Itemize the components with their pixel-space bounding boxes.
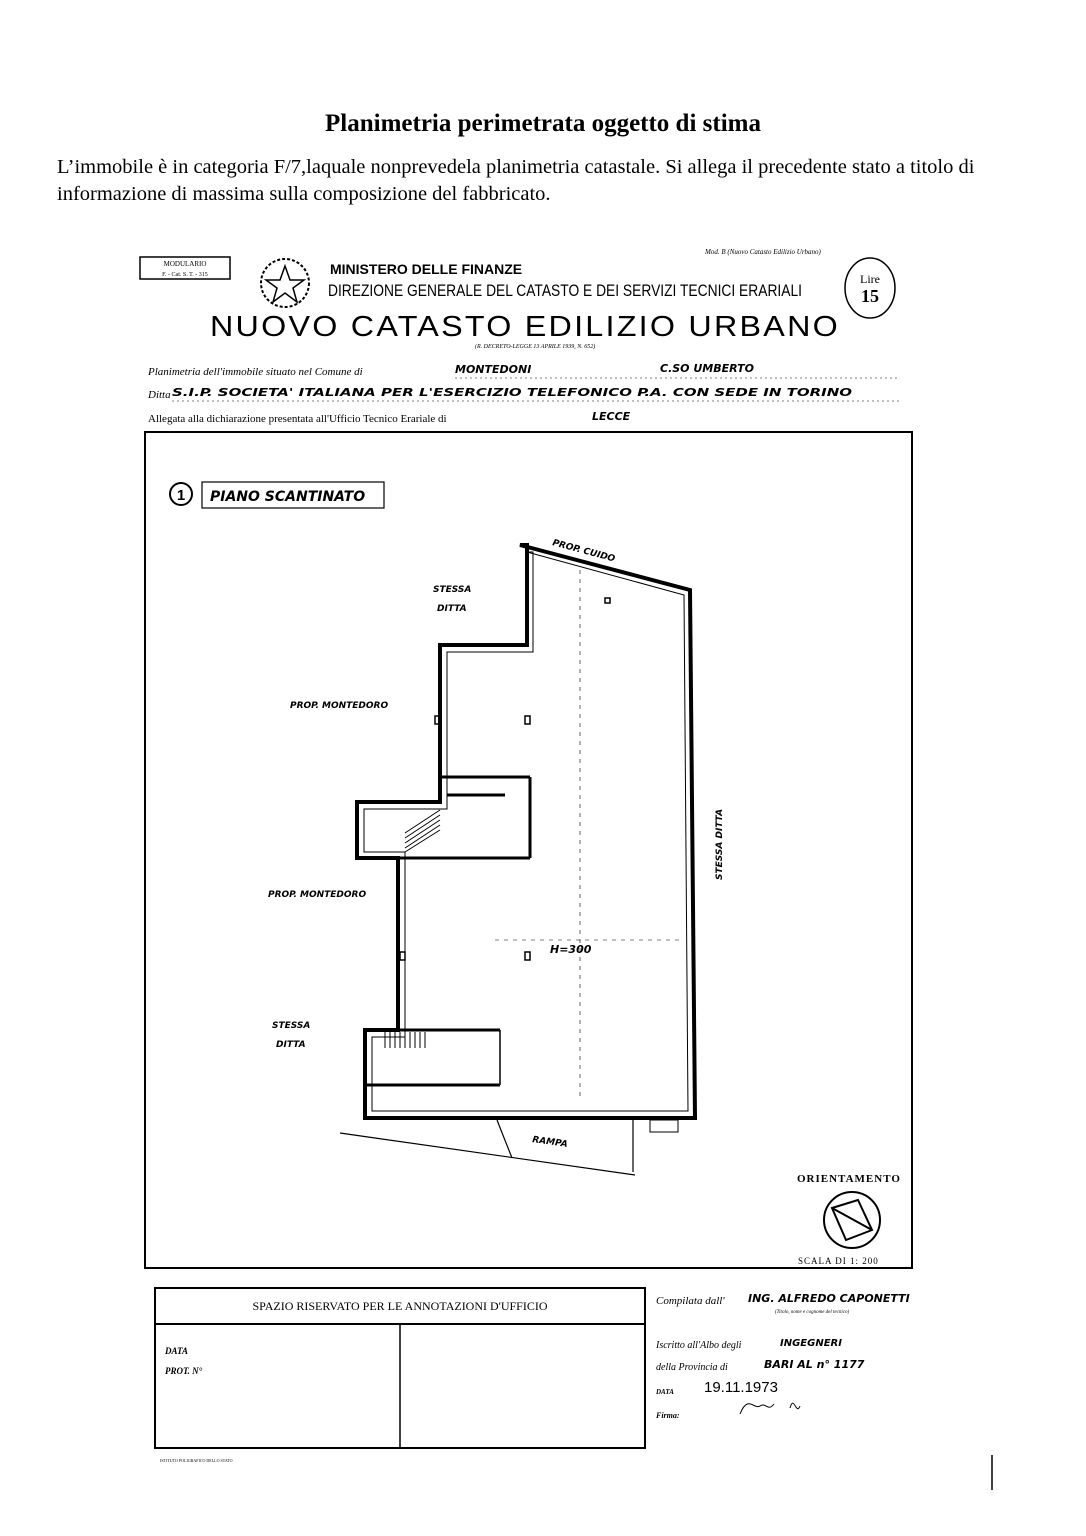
scale-label: SCALA DI 1: 200 [798,1256,879,1266]
office-box: SPAZIO RISERVATO PER LE ANNOTAZIONI D'UF… [154,1287,646,1463]
technician-block: Compilata dall' ING. ALFREDO CAPONETTI (… [655,1292,910,1420]
allegata-label: Allegata alla dichiarazione presentata a… [148,413,447,425]
compilata-value: ING. ALFREDO CAPONETTI [748,1292,910,1305]
label-prop-montedoro-1: PROP. MONTEDORO [290,701,388,711]
compilata-note: (Titolo, nome e cognome del tecnico) [775,1310,849,1315]
pillar-markers [399,597,611,961]
label-height: H=300 [550,943,592,956]
compilata-label: Compilata dall' [656,1295,725,1307]
date-label: DATA [655,1388,674,1396]
floor-number: 1 [177,487,185,504]
label-stessa-ditta-2b: DITTA [276,1040,306,1050]
floor-plan [339,543,698,1176]
office-prot-label: PROT. N° [165,1366,203,1376]
building-outline [355,543,698,1120]
label-stessa-ditta-1b: DITTA [437,604,467,614]
page-title: Planimetria perimetrata oggetto di stima [325,110,761,137]
modulario-box [139,256,231,280]
ministry-name: MINISTERO DELLE FINANZE [330,261,522,277]
emblem-icon [260,258,310,308]
catasto-title: NUOVO CATASTO EDILIZIO URBANO [210,311,840,343]
iscritto-value: INGEGNERI [780,1338,842,1349]
label-stessa-ditta-right: STESSA DITTA [715,809,725,880]
stamp-value: 15 [861,286,879,306]
via-value: C.SO UMBERTO [660,362,754,375]
label-prop-montedoro-2: PROP. MONTEDORO [268,890,366,900]
stamp-label: Lire [860,272,880,286]
label-rampa: RAMPA [532,1135,569,1150]
plan-frame [144,431,913,1269]
provincia-label: della Provincia di [656,1362,728,1373]
directorate-name: DIREZIONE GENERALE DEL CATASTO E DEI SER… [328,281,802,300]
compass-icon [823,1191,881,1249]
label-stessa-ditta-1a: STESSA [433,585,471,595]
printer-label: ISTITUTO POLIGRAFICO DELLO STATO [160,1458,233,1463]
intro-paragraph: L’immobile è in categoria F/7,laquale no… [57,156,975,205]
signature-icon [739,1402,801,1415]
form-header: MODULARIO F. - Cat. S. T. - 315 MINISTER… [139,248,900,425]
staircase-icon [384,809,441,1048]
provincia-value: BARI AL n° 1177 [764,1358,865,1371]
decree-label: (R. DECRETO-LEGGE 13 APRILE 1939, N. 652… [475,343,595,350]
office-data-label: DATA [164,1346,188,1356]
floor-number-circle [169,482,193,506]
floor-name: PIANO SCANTINATO [210,489,365,505]
office-header: SPAZIO RISERVATO PER LE ANNOTAZIONI D'UF… [252,1299,547,1313]
modulario-label: MODULARIO [164,260,207,268]
plan-labels: PROP. CUIDO STESSA DITTA PROP. MONTEDORO… [268,538,725,1150]
modulario-code: F. - Cat. S. T. - 315 [162,272,208,278]
location-label: Planimetria dell'immobile situato nel Co… [147,366,363,378]
ditta-label: Ditta [147,389,171,401]
iscritto-label: Iscritto all'Albo degli [655,1340,742,1351]
stamp-circle [844,257,896,319]
comune-value: MONTEDONI [455,363,531,376]
orientation-label: ORIENTAMENTO [797,1173,901,1185]
floor-name-box [201,481,385,509]
label-stessa-ditta-2a: STESSA [272,1021,310,1031]
ditta-value: S.I.P. SOCIETA' ITALIANA PER L'ESERCIZIO… [172,387,852,399]
mod-b-label: Mod. B (Nuovo Catasto Edilizio Urbano) [704,248,822,256]
date-value: 19.11.1973 [704,1379,778,1396]
ufficio-value: LECCE [592,410,631,423]
firma-label: Firma: [655,1411,680,1420]
